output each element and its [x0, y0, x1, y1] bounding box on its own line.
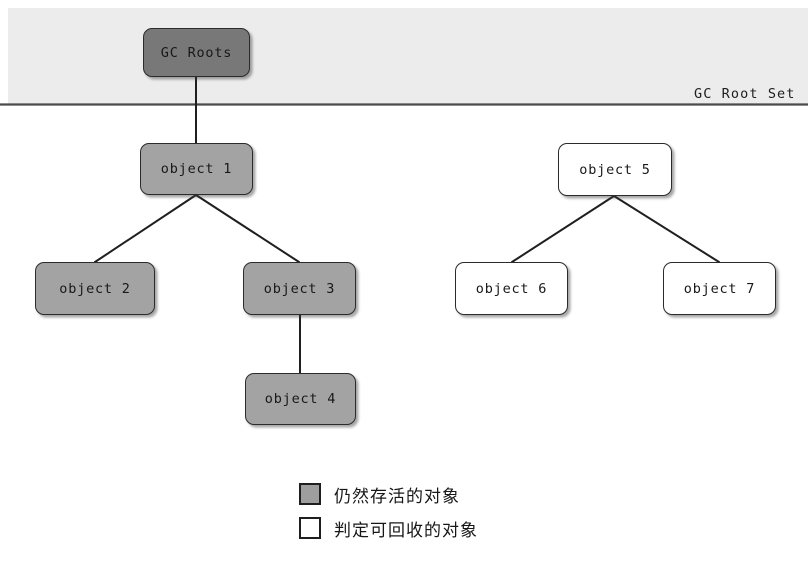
node-object-1-label: object 1 — [160, 161, 233, 177]
node-object-3-label: object 3 — [263, 280, 336, 297]
node-object-5[interactable]: object 5 — [558, 143, 672, 196]
node-object-6[interactable]: object 6 — [455, 262, 568, 315]
gc-root-set-label: GC Root Set — [694, 86, 796, 102]
edge-object1-object3 — [195, 194, 300, 263]
legend-swatch-alive — [299, 483, 321, 505]
node-object-1[interactable]: object 1 — [140, 143, 253, 195]
node-object-6-label: object 6 — [475, 280, 548, 297]
node-object-3[interactable]: object 3 — [243, 262, 356, 315]
node-object-2[interactable]: object 2 — [35, 262, 155, 315]
node-object-4[interactable]: object 4 — [245, 373, 356, 425]
node-object-5-label: object 5 — [579, 161, 651, 178]
node-gc-roots[interactable]: GC Roots — [143, 28, 250, 77]
edge-object5-object7 — [613, 195, 720, 263]
legend-label-alive: 仍然存活的对象 — [334, 487, 460, 507]
edge-object5-object6 — [511, 195, 615, 263]
node-object-7[interactable]: object 7 — [663, 262, 776, 315]
node-object-7-label: object 7 — [683, 280, 756, 297]
legend-swatch-garbage — [299, 517, 321, 539]
node-object-4-label: object 4 — [264, 391, 337, 407]
node-object-2-label: object 2 — [59, 280, 131, 297]
legend-label-garbage: 判定可回收的对象 — [334, 521, 478, 541]
gc-root-set-band — [8, 8, 808, 104]
node-gc-roots-label: GC Roots — [160, 44, 233, 61]
edge-object1-object2 — [94, 194, 197, 263]
